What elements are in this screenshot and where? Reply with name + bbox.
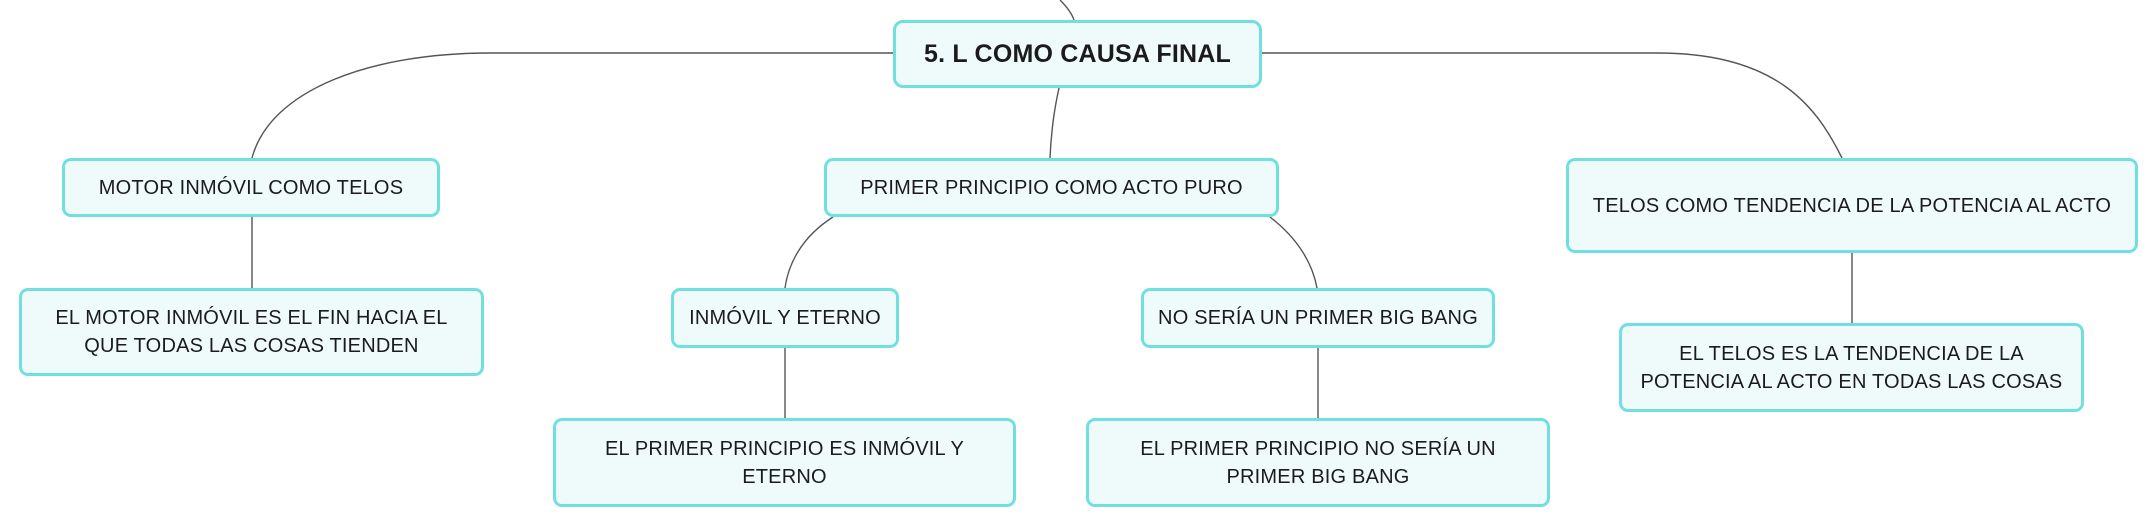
branch-motor-inmovil[interactable]: MOTOR INMÓVIL COMO TELOS xyxy=(62,158,440,217)
connector-root-to-motor xyxy=(251,52,893,159)
connector-parent-to-root xyxy=(1059,0,1075,21)
branch-primer-principio[interactable]: PRIMER PRINCIPIO COMO ACTO PURO xyxy=(824,158,1279,217)
connector-root-to-telos xyxy=(1262,52,1843,159)
sub-inmovil-eterno[interactable]: INMÓVIL Y ETERNO xyxy=(671,288,899,348)
sub-big-bang[interactable]: NO SERÍA UN PRIMER BIG BANG xyxy=(1141,288,1495,348)
connector-primer-to-bigbang xyxy=(1269,216,1318,289)
connector-primer-to-inmovil xyxy=(784,216,834,289)
leaf-big-bang-detail[interactable]: EL PRIMER PRINCIPIO NO SERÍA UN PRIMER B… xyxy=(1086,418,1550,507)
branch-telos[interactable]: TELOS COMO TENDENCIA DE LA POTENCIA AL A… xyxy=(1566,158,2138,253)
root-node[interactable]: 5. L COMO CAUSA FINAL xyxy=(893,20,1262,88)
leaf-telos-detail[interactable]: EL TELOS ES LA TENDENCIA DE LA POTENCIA … xyxy=(1619,323,2084,412)
leaf-inmovil-eterno-detail[interactable]: EL PRIMER PRINCIPIO ES INMÓVIL Y ETERNO xyxy=(553,418,1016,507)
connector-root-to-primer xyxy=(1049,87,1060,159)
leaf-motor-fin[interactable]: EL MOTOR INMÓVIL ES EL FIN HACIA EL QUE … xyxy=(19,288,484,376)
